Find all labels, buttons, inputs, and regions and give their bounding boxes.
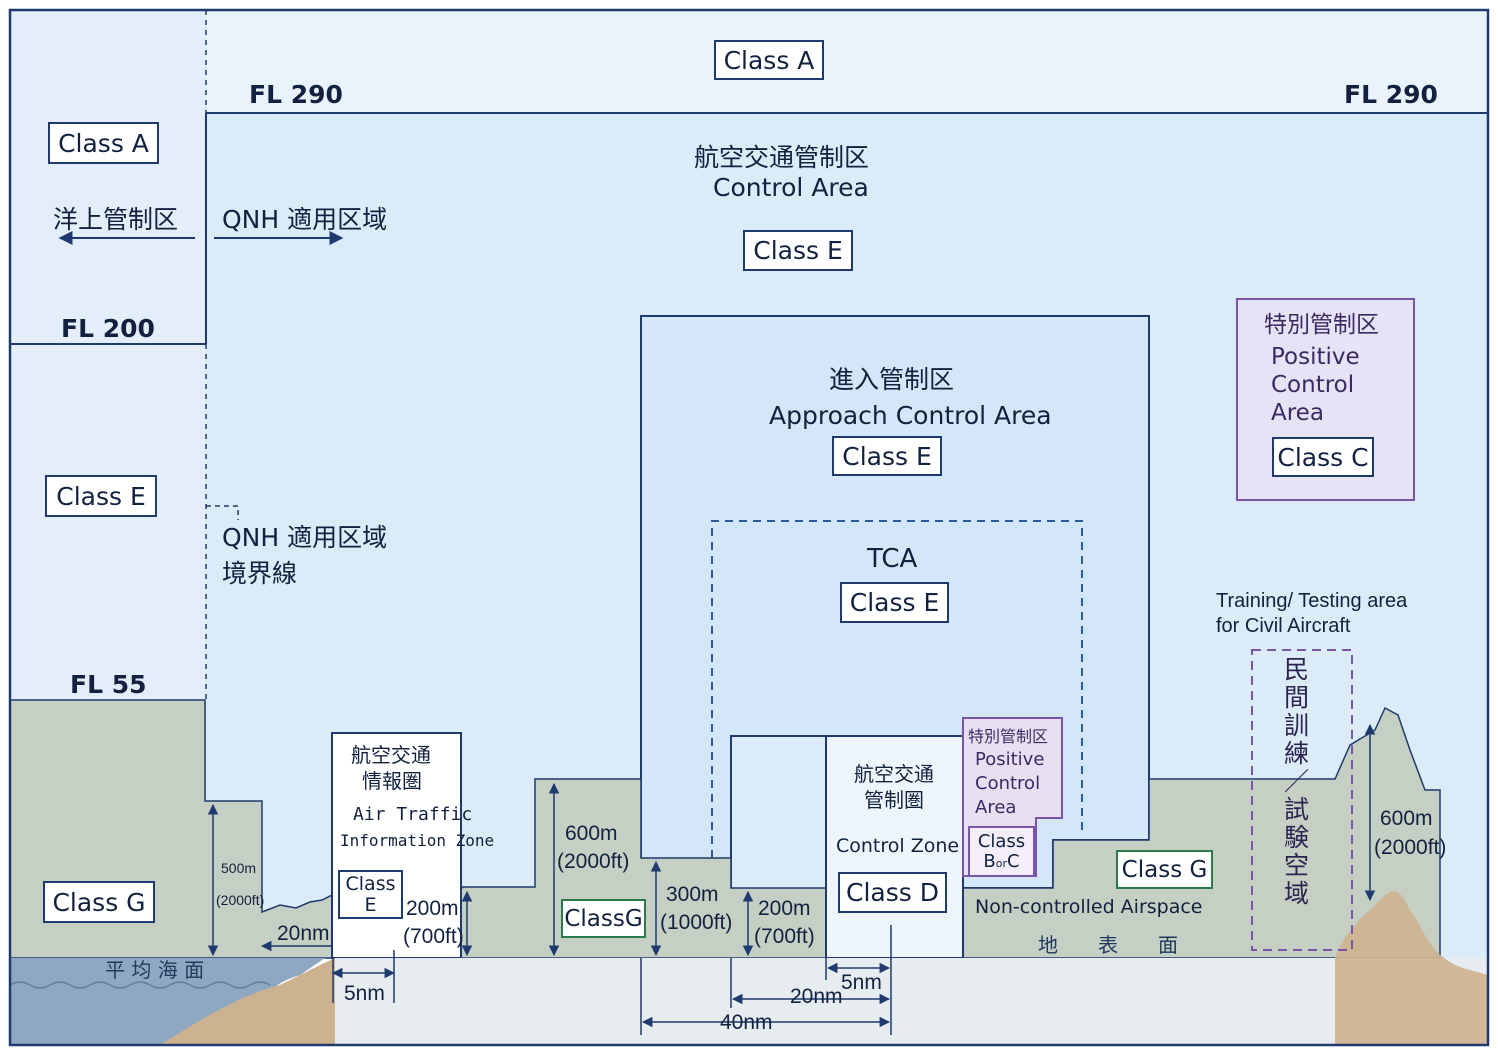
- fl200-label: FL 200: [61, 314, 155, 343]
- tca-boundary: [711, 520, 1083, 858]
- atiz-jp2: 情報圏: [362, 769, 422, 793]
- d40nm: 40nm: [720, 1011, 773, 1034]
- cz-class-badge: Class D: [838, 872, 947, 913]
- left-class-e-badge: Class E: [45, 475, 157, 517]
- atiz-jp1: 航空交通: [351, 743, 431, 767]
- positive-jp: 特別管制区: [1264, 312, 1379, 338]
- approach-jp: 進入管制区: [829, 365, 955, 394]
- pca-small-en1: Positive: [975, 749, 1045, 770]
- qnh-boundary-line1: QNH 適用区域: [222, 523, 388, 552]
- d20nm-right: 20nm: [790, 985, 843, 1008]
- atiz-class-badge: Class E: [338, 870, 403, 919]
- pca-small-en3: Area: [975, 797, 1017, 818]
- atiz-class-line2: E: [364, 893, 377, 916]
- left-class-a-badge: Class A: [48, 122, 159, 164]
- h300-ft: (1000ft): [660, 911, 733, 934]
- h600-right-ft: (2000ft): [1374, 836, 1447, 859]
- training-jp-char: ／: [1284, 767, 1310, 796]
- training-en2: for Civil Aircraft: [1216, 615, 1351, 637]
- atiz-en1: Air Traffic: [353, 804, 473, 825]
- pca-small-en2: Control: [975, 773, 1041, 794]
- training-jp: 民間訓練／試験空域: [1284, 656, 1309, 908]
- cz-jp2: 管制圏: [864, 788, 924, 812]
- qnh-pointer: [206, 505, 239, 520]
- class-g-ground-badge: ClassG: [561, 899, 646, 938]
- h200-left-ft: (700ft): [403, 925, 464, 948]
- training-jp-char: 民: [1284, 655, 1310, 684]
- mountain: [1335, 891, 1488, 1045]
- positive-class-badge: Class C: [1272, 437, 1374, 477]
- approach-en: Approach Control Area: [769, 401, 1052, 430]
- pca-small-class-line2: BorC: [983, 850, 1020, 872]
- oceanic-label: 洋上管制区: [53, 205, 179, 234]
- top-class-a-badge: Class A: [714, 40, 824, 80]
- earth-strip: [335, 958, 1488, 1045]
- pca-small-class-or: or: [995, 856, 1008, 870]
- pca-small-class-c: C: [1007, 850, 1020, 872]
- d20nm-left: 20nm: [277, 922, 330, 945]
- training-jp-char: 試: [1284, 795, 1310, 824]
- diagram-border: [8, 8, 1490, 1047]
- class-g-right-badge: Class G: [1116, 850, 1213, 889]
- training-jp-char: 空: [1284, 851, 1310, 880]
- training-jp-char: 域: [1284, 879, 1310, 908]
- pca-small-class-badge: Class BorC: [968, 826, 1035, 877]
- training-jp-char: 訓: [1284, 711, 1310, 740]
- qnh-boundary-line2: 境界線: [222, 559, 298, 588]
- h200-right-ft: (700ft): [754, 925, 815, 948]
- fl290-left-label: FL 290: [249, 80, 343, 109]
- tca-label: TCA: [867, 544, 918, 574]
- positive-en3: Area: [1271, 400, 1324, 426]
- training-en1: Training/ Testing area: [1216, 590, 1408, 612]
- control-area-jp: 航空交通管制区: [694, 143, 870, 172]
- pca-small-class-b: B: [983, 850, 996, 872]
- control-area-class-badge: Class E: [743, 230, 853, 271]
- pca-small-jp: 特別管制区: [968, 727, 1049, 746]
- non-controlled-label: Non-controlled Airspace: [975, 896, 1203, 918]
- cz-box: [825, 735, 964, 959]
- pca-small-class-line1: Class: [977, 830, 1026, 852]
- positive-en2: Control: [1271, 372, 1355, 398]
- approach-class-badge: Class E: [832, 436, 942, 476]
- h200-right-m: 200m: [758, 897, 811, 920]
- h500-ft: (2000ft): [216, 892, 265, 908]
- tca-class-badge: Class E: [840, 582, 949, 623]
- qnh-area-label: QNH 適用区域: [222, 205, 388, 234]
- h600-m: 600m: [565, 822, 618, 845]
- positive-en1: Positive: [1271, 344, 1360, 370]
- cz-en: Control Zone: [836, 835, 960, 857]
- atiz-class-line1: Class: [345, 872, 396, 895]
- h600-right-m: 600m: [1380, 807, 1433, 830]
- left-class-g-badge: Class G: [43, 881, 155, 923]
- training-jp-char: 間: [1284, 683, 1310, 712]
- sea-waves: [9, 981, 271, 989]
- d5nm-right: 5nm: [841, 971, 882, 994]
- fl290-right-label: FL 290: [1344, 80, 1438, 109]
- d5nm-left: 5nm: [344, 982, 385, 1005]
- training-area: [1251, 649, 1353, 951]
- h300-m: 300m: [666, 883, 719, 906]
- training-jp-char: 験: [1284, 823, 1310, 852]
- oceanic-sky: [10, 10, 206, 700]
- cz-jp1: 航空交通: [854, 762, 934, 786]
- h500-m: 500m: [221, 860, 257, 876]
- atiz-en2: Information Zone: [340, 831, 495, 850]
- training-jp-char: 練: [1284, 739, 1310, 768]
- h600-ft: (2000ft): [557, 850, 630, 873]
- control-area-en: Control Area: [713, 173, 869, 202]
- atiz-box: [331, 732, 462, 959]
- mean-sea-level-label: 平 均 海 面: [105, 958, 205, 982]
- fl55-label: FL 55: [70, 670, 147, 699]
- h200-left-m: 200m: [406, 897, 459, 920]
- ground-surface-label: 地 表 面: [1038, 933, 1178, 957]
